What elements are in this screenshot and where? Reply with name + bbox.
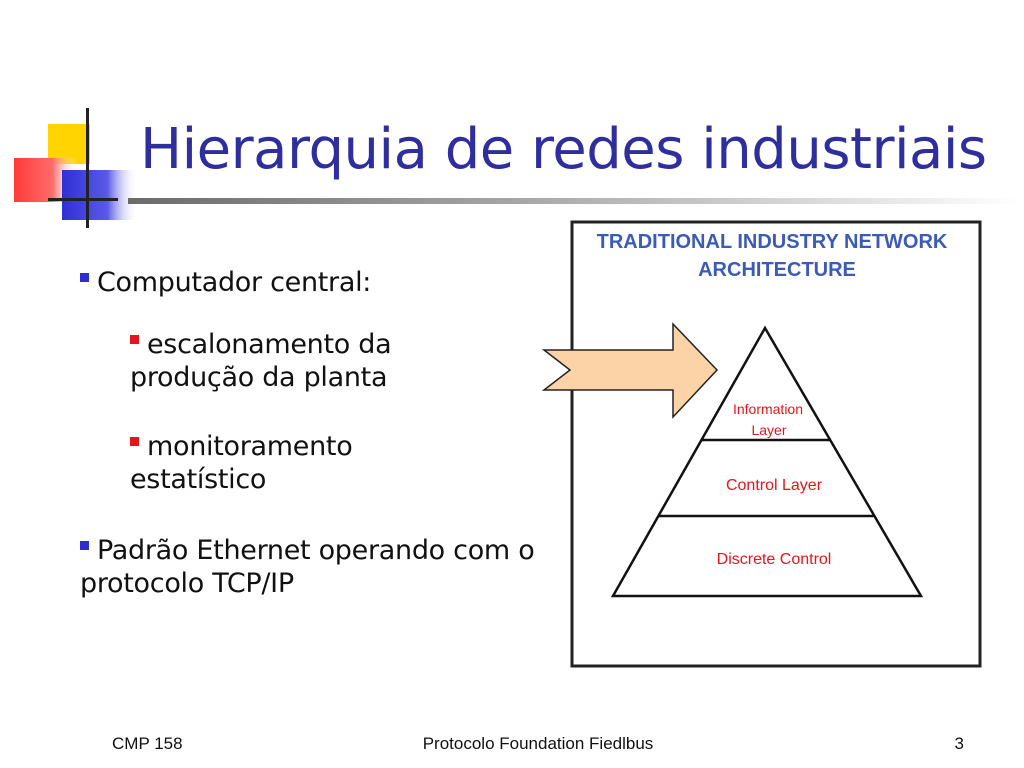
layer-discrete-control: Discrete Control — [717, 551, 832, 568]
pyramid-outline — [610, 325, 924, 598]
square-bullet-icon — [130, 335, 139, 344]
square-bullet-icon — [80, 541, 89, 550]
footer-course-code: CMP 158 — [112, 734, 183, 753]
pointer-arrow-icon — [541, 322, 719, 419]
footer-presentation-title: Protocolo Foundation Fiedlbus — [422, 734, 654, 753]
bullet-text: Computador central: — [97, 267, 372, 298]
square-bullet-icon — [130, 437, 139, 446]
figure-heading-line1: TRADITIONAL INDUSTRY NETWORK — [597, 231, 948, 253]
figure-heading-line2: ARCHITECTURE — [698, 259, 856, 281]
bullet-text: escalonamento da produção da planta — [130, 329, 392, 394]
bullet-item: Computador central: — [80, 266, 371, 299]
sub-bullet-item: monitoramento estatístico — [130, 430, 490, 496]
slide-title: Hierarquia de redes industriais — [140, 117, 987, 182]
title-underline — [128, 198, 1018, 204]
bullet-list: Computador central: escalonamento da pro… — [80, 266, 550, 600]
slide-logo-icon — [14, 108, 138, 228]
bullet-item: Padrão Ethernet operando com o protocolo… — [80, 534, 550, 600]
layer-information-line1: Information — [733, 401, 803, 417]
layer-control: Control Layer — [726, 477, 823, 494]
footer-page-number: 3 — [954, 734, 964, 753]
bullet-text: monitoramento estatístico — [130, 431, 353, 496]
bullet-text: Padrão Ethernet operando com o protocolo… — [80, 535, 535, 600]
square-bullet-icon — [80, 273, 89, 282]
network-architecture-figure: TRADITIONAL INDUSTRY NETWORK ARCHITECTUR… — [541, 220, 982, 668]
sub-bullet-item: escalonamento da produção da planta — [130, 328, 490, 394]
layer-information-line2: Layer — [751, 422, 786, 438]
